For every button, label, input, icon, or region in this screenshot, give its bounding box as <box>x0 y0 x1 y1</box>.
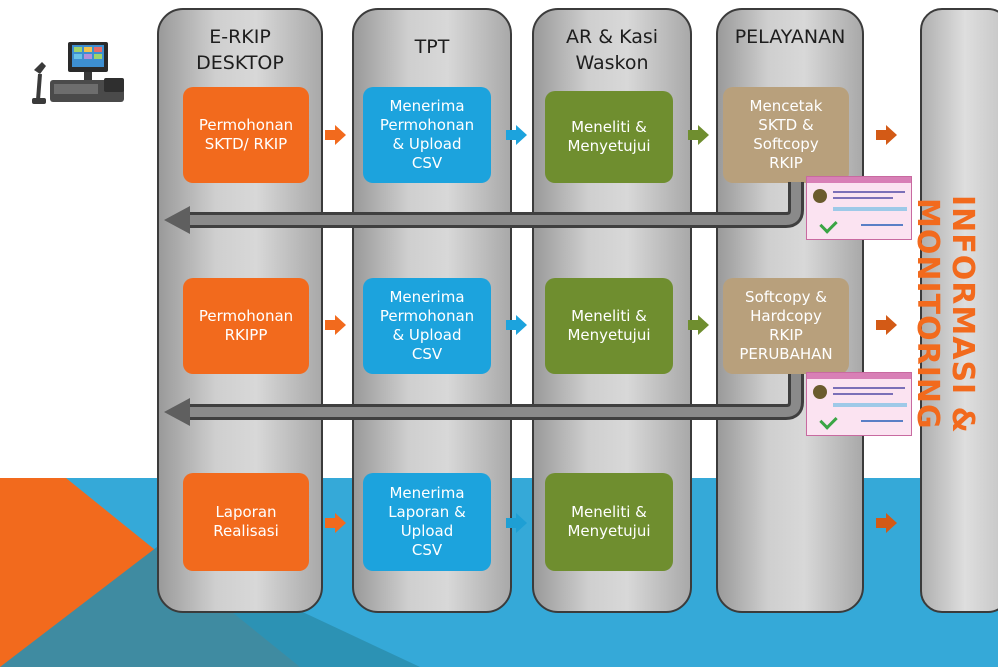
arrow-right-icon <box>506 124 528 146</box>
step-review: Meneliti & Menyetujui <box>545 473 673 571</box>
pos-terminal-icon <box>28 40 134 110</box>
lane-title: E-RKIP DESKTOP <box>196 26 284 74</box>
step-review: Meneliti & Menyetujui <box>545 278 673 374</box>
lane-title: TPT <box>414 36 450 58</box>
arrow-right-icon <box>876 124 898 146</box>
step-tpt: Menerima Permohonan & Upload CSV <box>363 87 491 183</box>
arrow-right-icon <box>876 314 898 336</box>
arrow-right-icon <box>506 314 528 336</box>
document-thumbnail-icon <box>806 176 912 240</box>
step-request: Permohonan SKTD/ RKIP <box>183 87 309 183</box>
return-arrow <box>160 372 810 432</box>
arrow-right-icon <box>325 314 347 336</box>
arrow-right-icon <box>688 314 710 336</box>
step-service: Softcopy & Hardcopy RKIP PERUBAHAN <box>723 278 849 374</box>
arrow-right-icon <box>325 512 347 534</box>
step-request: Permohonan RKIPP <box>183 278 309 374</box>
step-tpt: Menerima Laporan & Upload CSV <box>363 473 491 571</box>
step-service: Mencetak SKTD & Softcopy RKIP <box>723 87 849 183</box>
side-panel <box>920 8 998 613</box>
arrow-right-icon <box>876 512 898 534</box>
document-thumbnail-icon <box>806 372 912 436</box>
lane-title: AR & Kasi Waskon <box>565 26 659 74</box>
arrow-right-icon <box>688 124 710 146</box>
side-panel-label: INFORMASI & MONITORING <box>910 194 980 434</box>
step-review: Meneliti & Menyetujui <box>545 91 673 183</box>
lane-title: PELAYANAN <box>734 26 846 48</box>
arrow-right-icon <box>325 124 347 146</box>
return-arrow <box>160 180 810 240</box>
step-request: Laporan Realisasi <box>183 473 309 571</box>
arrow-right-icon <box>506 512 528 534</box>
step-tpt: Menerima Permohonan & Upload CSV <box>363 278 491 374</box>
